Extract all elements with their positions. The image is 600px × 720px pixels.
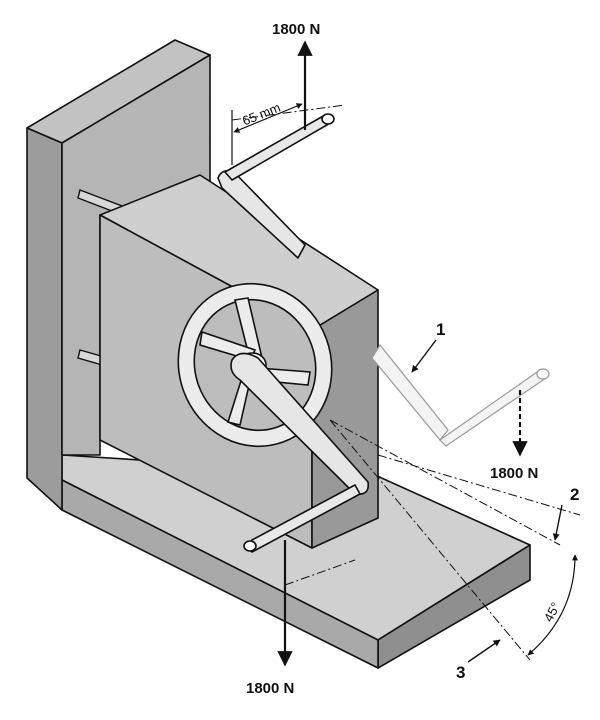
angle-arc <box>527 554 578 656</box>
force-label-top: 1800 N <box>272 21 320 38</box>
force-label-bottom: 1800 N <box>246 680 294 697</box>
callout-1: 1 <box>436 320 445 339</box>
front-crank <box>230 352 370 553</box>
callout-leaders <box>411 339 563 663</box>
crank-length-dimension <box>231 85 306 165</box>
callout-2: 2 <box>570 485 579 504</box>
crank-length-label: 65 mm <box>240 100 282 129</box>
callout-3: 3 <box>456 663 465 682</box>
base-plate <box>61 454 531 669</box>
angle-label: 45° <box>541 600 563 624</box>
force-label-right: 1800 N <box>490 465 538 482</box>
back-crank <box>217 113 335 259</box>
rotated-crank-ghost <box>371 343 550 447</box>
